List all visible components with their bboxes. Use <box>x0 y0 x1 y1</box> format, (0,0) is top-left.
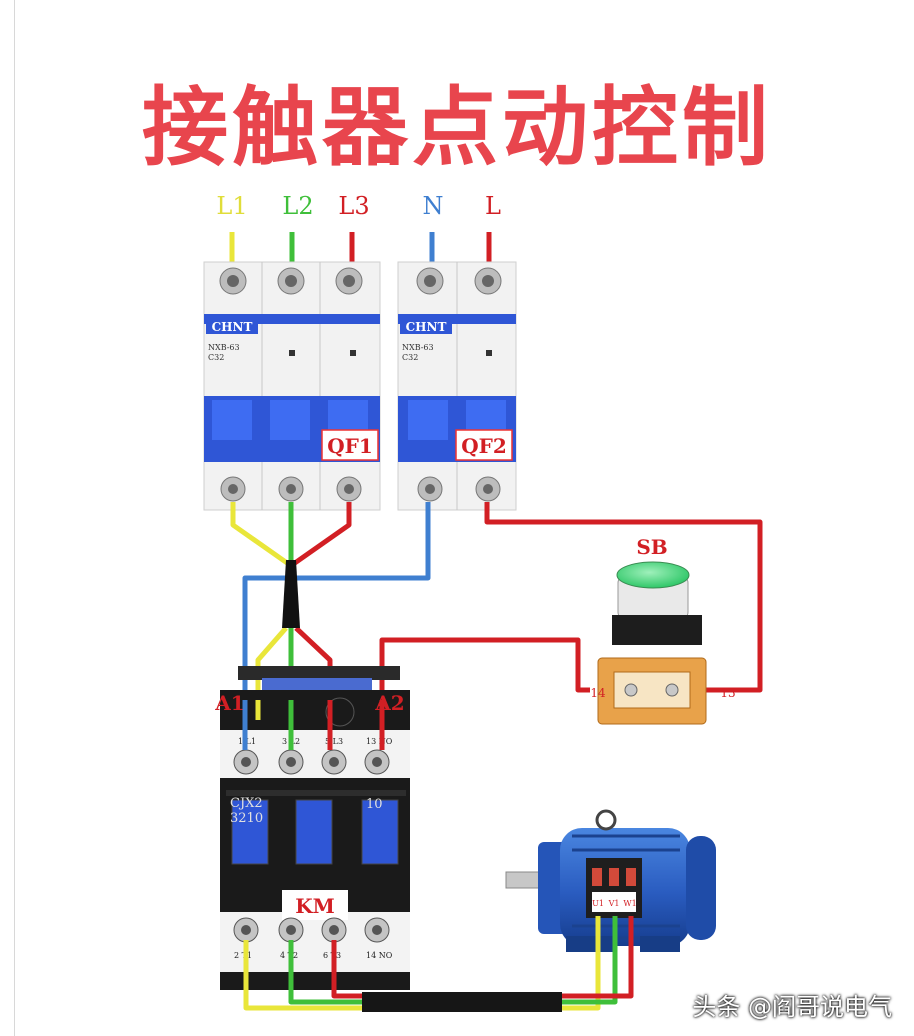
km-label: KM <box>295 894 335 918</box>
motor-terminal-v1: V1 <box>608 899 620 908</box>
qf1-brand-text: CHNT <box>212 320 253 334</box>
push-button-sb[interactable]: SB 14 13 <box>590 535 736 725</box>
qf2-rating-text: C32 <box>402 353 418 362</box>
qf2-brand-text: CHNT <box>406 320 447 334</box>
phase-label-l3: L3 <box>338 192 369 220</box>
motor-terminal-u1: U1 <box>592 899 604 908</box>
km-model-line1: CJX2 <box>230 796 263 811</box>
qf2-label: QF2 <box>461 434 507 458</box>
km-bottom-terminal-14: 14 NO <box>366 951 393 960</box>
contactor-input-wires <box>242 700 385 750</box>
motor-feed-wires <box>243 916 634 1011</box>
watermark: 头条 @阎哥说电气 <box>692 993 892 1021</box>
qf1-model-text: NXB-63 <box>208 343 240 352</box>
qf1-rating-text: C32 <box>208 353 224 362</box>
cable-bundle-sleeve <box>282 560 300 628</box>
phase-label-l2: L2 <box>282 192 313 220</box>
km-model-line2: 3210 <box>230 811 263 826</box>
breaker-qf1: CHNT NXB-63 C32 QF1 <box>203 261 381 511</box>
frame-edge-line <box>14 0 15 1036</box>
km-aux-label: 10 <box>366 797 383 812</box>
motor: U1 V1 W1 <box>505 809 716 952</box>
km-top-terminal-13: 13 NO <box>366 737 393 746</box>
phase-label-l: L <box>485 192 501 220</box>
km-coil-a2: A2 <box>374 691 404 715</box>
qf1-label: QF1 <box>327 434 373 458</box>
page-title: 接触器点动控制 <box>142 78 772 178</box>
km-coil-a1: A1 <box>214 691 244 715</box>
km-top-terminal-5: 5 L3 <box>325 737 343 746</box>
km-bottom-terminal-2: 2 T1 <box>234 951 252 960</box>
phase-label-n: N <box>423 192 444 220</box>
sb-terminal-14: 14 <box>590 686 606 700</box>
motor-terminal-w1: W1 <box>623 899 636 908</box>
sb-label: SB <box>636 535 667 559</box>
sb-terminal-13: 13 <box>720 686 735 700</box>
motor-cable-sleeve <box>362 992 562 1012</box>
phase-label-l1: L1 <box>216 192 247 220</box>
qf2-model-text: NXB-63 <box>402 343 434 352</box>
breaker-qf2: CHNT NXB-63 C32 QF2 <box>397 261 517 511</box>
